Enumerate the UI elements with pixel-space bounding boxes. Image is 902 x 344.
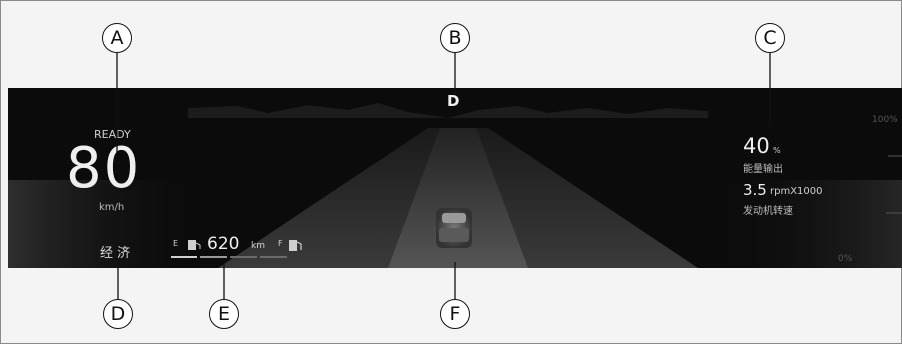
- drive-mode-label: 经 济: [100, 242, 130, 261]
- rpm-label: 发动机转速: [743, 202, 793, 217]
- callout-b: B: [440, 23, 470, 53]
- cluster-graphics: [8, 88, 902, 268]
- callout-d: D: [103, 299, 133, 329]
- callout-c: C: [755, 23, 785, 53]
- scale-max-label: 100%: [872, 115, 898, 125]
- speed-unit: km/h: [99, 202, 124, 213]
- fuel-range-unit: km: [251, 241, 265, 251]
- callout-a: A: [102, 23, 132, 53]
- fuel-range-value: 620: [207, 234, 239, 254]
- callout-e: E: [209, 299, 239, 329]
- rpm-value: 3.5: [743, 181, 767, 199]
- fuel-empty-label: E: [173, 239, 178, 248]
- lead-vehicle-icon: [436, 208, 472, 248]
- callout-f: F: [440, 299, 470, 329]
- instrument-cluster: D READY 80 km/h 经 济 E 620 km F 40 % 能量输出…: [8, 88, 902, 268]
- energy-unit: %: [773, 146, 781, 155]
- energy-value: 40: [743, 134, 770, 158]
- gear-indicator: D: [447, 92, 459, 110]
- energy-label: 能量输出: [743, 160, 783, 175]
- rpm-unit: rpmX1000: [770, 186, 823, 197]
- speed-value: 80: [66, 136, 141, 201]
- fuel-full-label: F: [278, 239, 283, 248]
- scale-min-label: 0%: [838, 254, 852, 264]
